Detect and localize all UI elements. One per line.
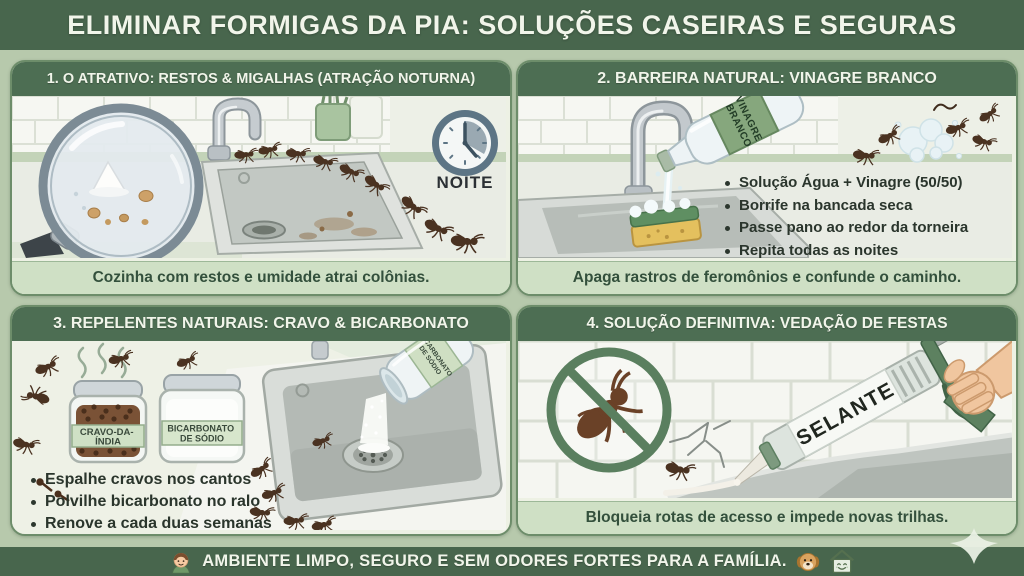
panel3-header: 3. REPELENTES NATURAIS: CRAVO & BICARBON… [12,307,510,341]
list-item: Passe pano ao redor da torneira [724,217,968,240]
sealant-bead [663,479,740,496]
backsplash-ledge [12,152,506,163]
repellents-scene: BICARBONATO DE SÓDIO [12,321,506,534]
faucet-icon [311,340,329,360]
footer-bar: AMBIENTE LIMPO, SEGURO E SEM ODORES FORT… [0,547,1024,576]
footer-text: AMBIENTE LIMPO, SEGURO E SEM ODORES FORT… [202,552,787,570]
panel1-caption: Cozinha com restos e umidade atrai colôn… [12,261,510,294]
bottle-label [709,89,780,156]
bullet-dot-icon [31,500,36,505]
panel1-illustration: NOITE [12,95,510,269]
foam-cluster [894,118,963,163]
hand [943,311,1016,415]
dog-icon [796,552,819,571]
panel2-header: 2. BARREIRA NATURAL: VINAGRE BRANCO [518,62,1016,96]
caulk-gun: SELANTE [733,311,1016,486]
poster-title-bar: ELIMINAR FORMIGAS DA PIA: SOLUÇÕES CASEI… [0,0,1024,50]
vinegar-bottle: VINAGRE BRANCO [656,80,805,173]
bullet-dot-icon [31,522,36,527]
list-item: Repita todas as noites [724,240,968,263]
soda-jar: BICARBONATO DE SÓDIO [158,374,246,464]
panel4-header: 4. SOLUÇÃO DEFINITIVA: VEDAÇÃO DE FESTAS [518,307,1016,341]
pouring-soda-jar: BICARBONATO DE SÓDIO [379,321,475,405]
panel4-title: 4. SOLUÇÃO DEFINITIVA: VEDAÇÃO DE FESTAS [586,315,948,332]
bullet-dot-icon [725,226,730,231]
panel1-title: 1. O ATRATIVO: RESTOS & MIGALHAS (ATRAÇÃ… [46,71,476,87]
panel3-illustration: BICARBONATO DE SÓDIO [12,321,510,534]
vinegar-scene: VINAGRE BRANCO [518,80,1012,259]
bullet-dot-icon [725,203,730,209]
list-item: Solução Água + Vinagre (50/50) [724,172,968,195]
clock-label: NOITE [437,173,494,192]
panel-sealing-solution: 4. SOLUÇÃO DEFINITIVA: VEDAÇÃO DE FESTAS [516,305,1018,536]
panel-attractant: 1. O ATRATIVO: RESTOS & MIGALHAS (ATRAÇÃ… [10,60,512,296]
svg-text:CRAVO-DA- ÍNDIA: CRAVO-DA- ÍNDIA [80,427,136,448]
panel4-caption: Bloqueia rotas de acesso e impede novas … [518,501,1016,534]
panel4-illustration: SELANTE [518,311,1016,503]
magnifying-glass-icon [20,103,204,269]
panel2-bullet-list: Solução Água + Vinagre (50/50) Borrife n… [724,172,968,262]
clove-jar-label [71,424,145,448]
bullet-dot-icon [31,478,36,483]
panel2-title: 2. BARREIRA NATURAL: VINAGRE BRANCO [597,70,937,87]
list-item: Borrife na bancada seca [724,195,968,218]
poster-title: ELIMINAR FORMIGAS DA PIA: SOLUÇÕES CASEI… [67,9,957,40]
faucet-icon [207,97,262,161]
night-clock-icon: NOITE [432,110,498,192]
panel2-illustration: VINAGRE BRANCO [518,80,1016,263]
sponge [629,197,702,248]
no-ants-icon [546,347,672,473]
house-icon [829,549,854,573]
powder-stream [360,393,388,445]
panel3-title: 3. REPELENTES NATURAIS: CRAVO & BICARBON… [53,315,469,332]
tile-cracks [669,420,731,468]
bullet-dot-icon [725,181,730,186]
soda-jar-label [161,420,243,446]
trail-squiggle [933,103,957,111]
sealant-scene: SELANTE [518,311,1016,501]
sealant-label [786,368,905,459]
list-item: Renove a cada duas semanas [30,513,272,534]
sink-crumbs-scene: NOITE [12,95,506,269]
panel2-caption: Apaga rastros de feromônios e confunde o… [518,261,1016,294]
panel1-header: 1. O ATRATIVO: RESTOS & MIGALHAS (ATRAÇÃ… [12,62,510,96]
svg-text:BICARBONATO DE SÓDIO: BICARBONATO DE SÓDIO [167,424,236,444]
bullet-dot-icon [725,248,730,254]
sparkle-artifact [950,528,998,564]
panel3-bullet-list: Espalhe cravos nos cantos Polvilhe bicar… [30,469,272,534]
child-icon [172,552,191,574]
panel-vinegar-barrier: 2. BARREIRA NATURAL: VINAGRE BRANCO [516,60,1018,296]
list-item: Espalhe cravos nos cantos [30,469,272,491]
backsplash-ledge [518,154,1012,164]
utensil-cup [315,95,383,141]
clove-jar: CRAVO-DA- ÍNDIA [68,380,148,464]
panel-natural-repellents: 3. REPELENTES NATURAIS: CRAVO & BICARBON… [10,305,512,536]
list-item: Polvilhe bicarbonato no ralo [30,491,272,513]
clove-pieces [36,478,70,503]
